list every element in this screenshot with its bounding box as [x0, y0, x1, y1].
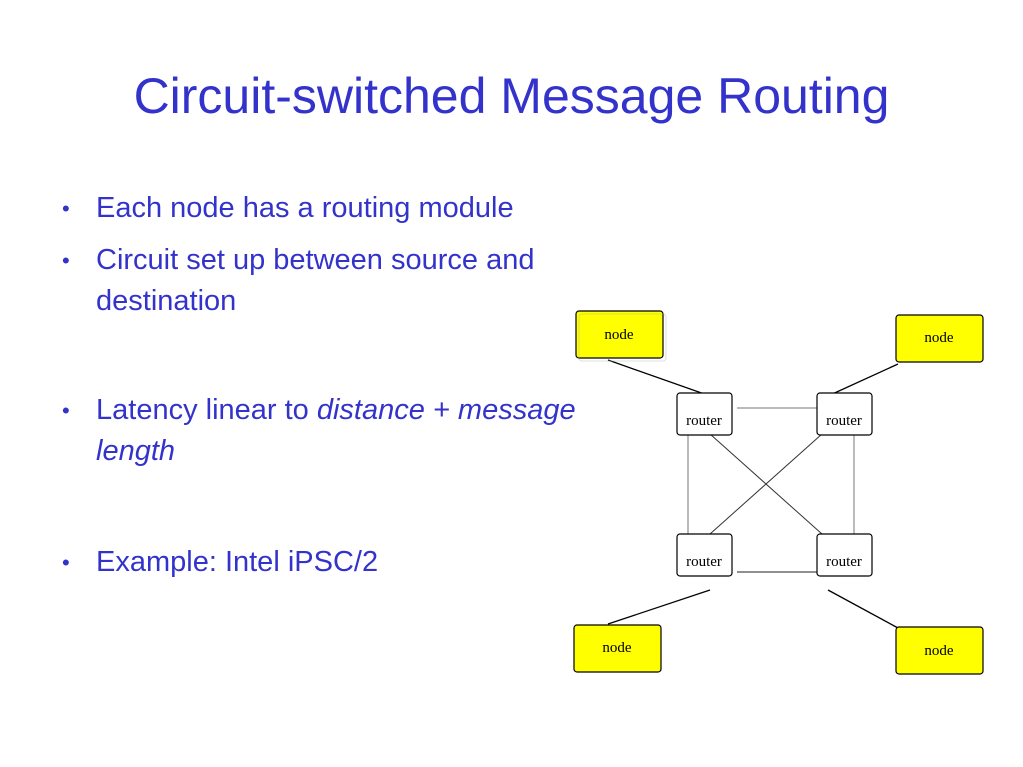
bullet-circuit-setup: • Circuit set up between source and dest… — [62, 240, 602, 322]
node-top-right: node — [895, 314, 984, 363]
router-bottom-right: router — [816, 533, 873, 577]
slide-title: Circuit-switched Message Routing — [133, 68, 890, 124]
link-node-router-top-right — [827, 363, 899, 397]
node-label: node — [604, 327, 634, 343]
bullet-latency: • Latency linear to distance + message l… — [62, 390, 582, 472]
routing-network-diagram: node node node node router router router… — [573, 310, 984, 675]
link-node-router-bottom-right — [827, 589, 899, 629]
bullet-text: Example: Intel iPSC/2 — [96, 542, 378, 583]
router-top-left: router — [676, 392, 733, 436]
bullet-marker: • — [62, 550, 70, 575]
router-label: router — [686, 554, 722, 570]
bullet-text-italic: distance + message length — [96, 394, 576, 467]
bullet-marker: • — [62, 196, 70, 221]
node-bottom-right: node — [895, 626, 984, 675]
node-bottom-left: node — [573, 624, 662, 673]
link-router-diagonal-b — [709, 433, 823, 535]
bullet-example: • Example: Intel iPSC/2 — [62, 542, 378, 583]
link-node-router-bottom-left — [607, 589, 711, 625]
bullet-text-part: Latency linear to — [96, 394, 317, 426]
link-node-router-top-left — [607, 359, 711, 397]
bullet-text-part: Circuit set up between source and destin… — [96, 244, 535, 317]
bullet-text: Circuit set up between source and destin… — [96, 240, 602, 322]
router-top-right: router — [816, 392, 873, 436]
node-label: node — [602, 640, 632, 656]
router-label: router — [686, 413, 722, 429]
bullet-text-part: Example: Intel iPSC/2 — [96, 546, 379, 578]
node-top-left: node — [575, 310, 667, 362]
bullet-text-part: Each node has a routing module — [96, 192, 514, 224]
bullet-routing-module: • Each node has a routing module — [62, 188, 514, 229]
router-label: router — [826, 413, 862, 429]
node-label: node — [924, 643, 954, 659]
router-bottom-left: router — [676, 533, 733, 577]
bullet-text: Latency linear to distance + message len… — [96, 390, 582, 472]
node-label: node — [924, 330, 954, 346]
bullet-marker: • — [62, 248, 70, 273]
bullet-text: Each node has a routing module — [96, 188, 514, 229]
bullet-marker: • — [62, 398, 70, 423]
router-label: router — [826, 554, 862, 570]
